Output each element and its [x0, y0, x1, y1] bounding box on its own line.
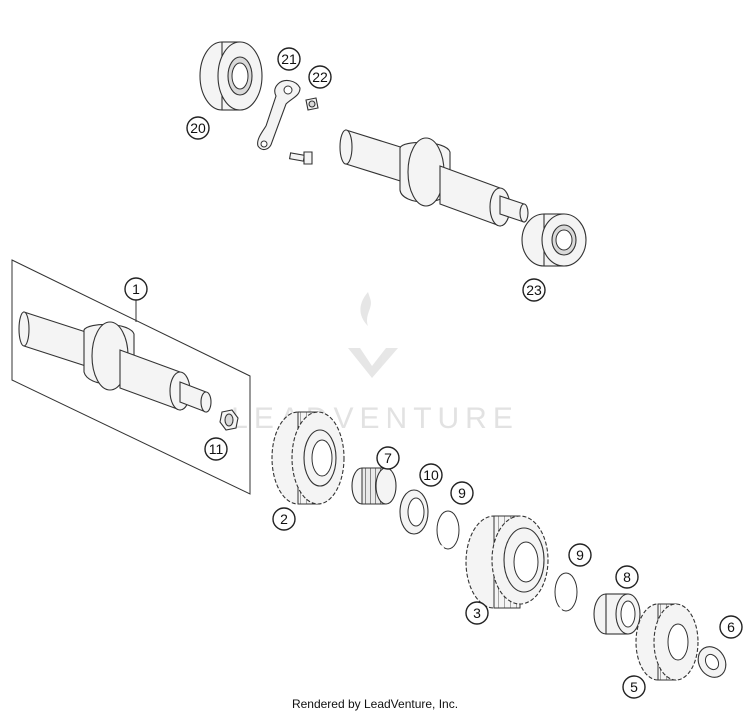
- svg-text:9: 9: [458, 485, 466, 501]
- callout-10: 10: [419, 463, 443, 487]
- callout-2: 2: [272, 507, 296, 531]
- bearing-20: [199, 41, 263, 111]
- svg-text:2: 2: [280, 511, 288, 527]
- main-shaft-assembly-1: [11, 259, 251, 495]
- callout-21: 21: [277, 47, 301, 71]
- callout-6: 6: [719, 615, 743, 639]
- callout-5: 5: [622, 675, 646, 699]
- callout-3: 3: [465, 601, 489, 625]
- svg-text:7: 7: [384, 450, 392, 466]
- bracket-21: [257, 79, 301, 151]
- svg-text:3: 3: [473, 605, 481, 621]
- circlip-9a: [436, 510, 460, 551]
- bushing-8: [593, 593, 641, 635]
- callout-22: 22: [308, 65, 332, 89]
- callout-9b: 9: [568, 543, 592, 567]
- callout-8: 8: [615, 565, 639, 589]
- screw-22b: [288, 151, 313, 165]
- washer-6: [697, 646, 727, 678]
- gear-2: [271, 411, 345, 505]
- callout-7: 7: [376, 446, 400, 470]
- bearing-23: [521, 213, 587, 267]
- watermark-logo: [348, 292, 398, 378]
- footer-credit: Rendered by LeadVenture, Inc.: [291, 697, 459, 711]
- callout-11: 11: [204, 437, 228, 461]
- svg-text:20: 20: [190, 120, 206, 136]
- watermark-text: LEADVENTURE: [231, 402, 519, 435]
- svg-text:10: 10: [423, 467, 439, 483]
- svg-text:21: 21: [281, 51, 297, 67]
- svg-text:22: 22: [312, 69, 328, 85]
- svg-text:6: 6: [727, 619, 735, 635]
- circlip-9b: [554, 572, 578, 613]
- countershaft: [339, 129, 529, 227]
- gear-3: [465, 515, 549, 609]
- svg-text:23: 23: [526, 282, 542, 298]
- svg-text:9: 9: [576, 547, 584, 563]
- svg-text:5: 5: [630, 679, 638, 695]
- callout-9a: 9: [450, 481, 474, 505]
- nut-11: [219, 409, 239, 431]
- callout-1: 1: [124, 277, 148, 301]
- washer-10: [399, 489, 429, 535]
- needle-bearing-7: [351, 467, 397, 505]
- svg-text:1: 1: [132, 281, 140, 297]
- svg-text:11: 11: [209, 441, 224, 457]
- screw-22: [305, 97, 319, 111]
- callout-20: 20: [186, 116, 210, 140]
- gear-5: [635, 603, 699, 681]
- svg-text:8: 8: [623, 569, 631, 585]
- callout-23: 23: [522, 278, 546, 302]
